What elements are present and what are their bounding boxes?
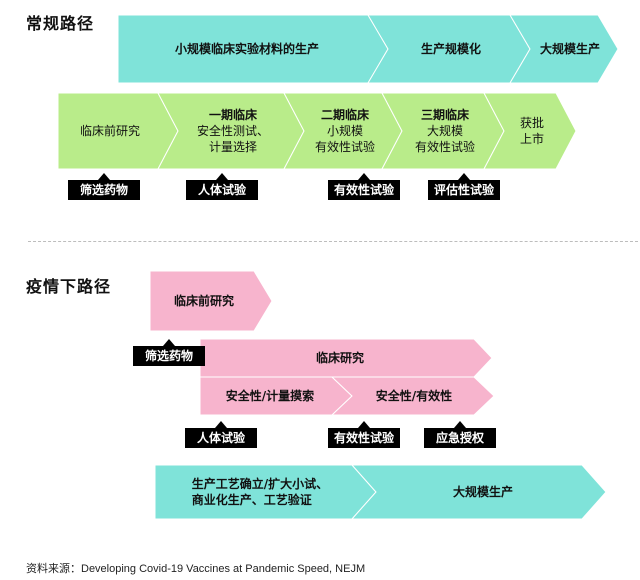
pandemic-production-text: 生产工艺确立/扩大小试、 商业化生产、工艺验证 bbox=[155, 465, 365, 519]
phase3-line2: 有效性试验 bbox=[414, 140, 475, 154]
source-note: 资料来源：Developing Covid-19 Vaccines at Pan… bbox=[26, 563, 366, 575]
pandemic-tag-efficacy-trial: 有效性试验 bbox=[328, 421, 400, 448]
phase3-line1: 大规模 bbox=[426, 124, 463, 138]
approval-line1: 获批 bbox=[519, 116, 544, 130]
section-divider bbox=[28, 241, 638, 242]
phase1-line1: 安全性测试、 bbox=[196, 124, 269, 138]
pandemic-production-line1: 生产工艺确立/扩大小试、 bbox=[191, 477, 329, 491]
tag-evaluate-efficacy: 评估性试验 bbox=[428, 173, 500, 200]
phase3-title: 三期临床 bbox=[420, 108, 469, 122]
large-scale-production-label: 大规模生产 bbox=[539, 42, 600, 56]
tag-drug-screening: 筛选药物 bbox=[68, 173, 140, 200]
pandemic-tag-human-trial: 人体试验 bbox=[185, 421, 257, 448]
phase2-line1: 小规模 bbox=[326, 124, 363, 138]
large-scale-production-arrow bbox=[509, 14, 619, 84]
approval-text: 获批 上市 bbox=[504, 93, 560, 169]
normal-production-row bbox=[117, 14, 619, 84]
approval-line2: 上市 bbox=[519, 132, 544, 146]
small-scale-production-label: 小规模临床实验材料的生产 bbox=[174, 42, 319, 56]
phase2-line2: 有效性试验 bbox=[314, 140, 375, 154]
pandemic-preclinical-label: 临床前研究 bbox=[173, 294, 234, 308]
pandemic-tag-emergency-auth: 应急授权 bbox=[424, 421, 496, 448]
normal-phases-row bbox=[57, 92, 577, 170]
phase1-text: 一期临床 安全性测试、 计量选择 bbox=[180, 93, 286, 169]
pandemic-preclinical-arrow bbox=[149, 270, 273, 332]
pandemic-production-line2: 商业化生产、工艺验证 bbox=[191, 493, 312, 507]
preclinical-phase-label: 临床前研究 bbox=[79, 124, 140, 138]
pandemic-tag-drug-screening: 筛选药物 bbox=[133, 339, 205, 366]
pandemic-large-scale-arrow bbox=[350, 464, 607, 520]
tag-human-trial: 人体试验 bbox=[186, 173, 258, 200]
approval-arrow bbox=[483, 92, 577, 170]
phase3-text: 三期临床 大规模 有效性试验 bbox=[402, 93, 488, 169]
safety-efficacy-label: 安全性/有效性 bbox=[375, 389, 453, 403]
clinical-study-label: 临床研究 bbox=[315, 351, 364, 365]
phase2-text: 二期临床 小规模 有效性试验 bbox=[304, 93, 386, 169]
safety-efficacy-arrow bbox=[330, 376, 495, 416]
normal-path-heading: 常规路径 bbox=[26, 14, 95, 33]
phase1-line2: 计量选择 bbox=[208, 140, 257, 154]
phase1-title: 一期临床 bbox=[208, 108, 257, 122]
clinical-study-arrow bbox=[199, 338, 493, 378]
tag-efficacy-trial: 有效性试验 bbox=[328, 173, 400, 200]
pandemic-large-scale-label: 大规模生产 bbox=[452, 485, 513, 499]
pandemic-path-heading: 疫情下路径 bbox=[26, 277, 112, 296]
phase2-title: 二期临床 bbox=[320, 108, 369, 122]
scale-up-production-label: 生产规模化 bbox=[420, 42, 481, 56]
safety-dose-label: 安全性/计量摸索 bbox=[225, 389, 315, 403]
